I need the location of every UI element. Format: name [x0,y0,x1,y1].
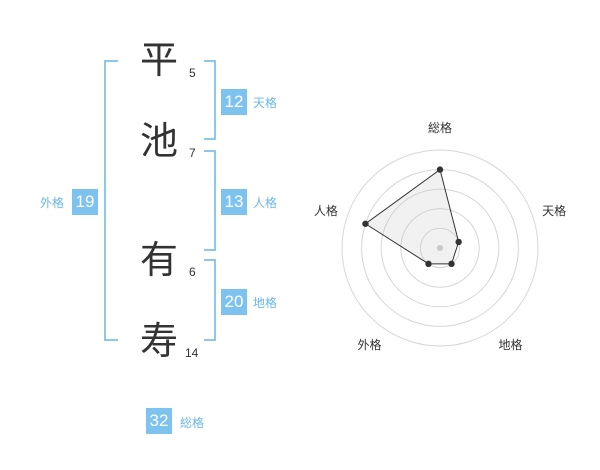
jinkaku-bracket [204,150,216,251]
soukaku-label: 総格 [180,416,205,430]
gaikaku-value: 19 [72,189,98,215]
chikaku-value: 20 [221,289,247,315]
radar-ring-1 [419,227,461,269]
radar-ring-5 [341,149,539,347]
stroke-count-3: 6 [189,265,196,279]
radar-axis-label-4: 人格 [313,203,338,218]
gaikaku-bracket [104,60,118,341]
tenkaku-value: 12 [221,89,247,115]
radar-point-3 [425,260,432,268]
radar-point-4 [362,220,369,227]
tenkaku-label: 天格 [253,96,278,110]
radar-ring-3 [380,188,500,308]
radar-points [362,166,462,268]
radar-ring-2 [400,208,480,288]
tenkaku-bracket [204,60,216,140]
jinkaku-value: 13 [221,189,247,215]
stroke-count-4: 14 [185,346,199,360]
radar-grid [341,149,539,347]
name-char-3: 有 [139,238,178,282]
radar-axis-label-1: 天格 [542,203,567,218]
jinkaku-label: 人格 [253,196,278,210]
chikaku-bracket [204,259,216,341]
radar-point-0 [436,166,444,173]
radar-area [364,168,460,265]
name-char-2: 池 [139,119,178,163]
radar-point-1 [455,238,462,246]
radar-axis-label-0: 総格 [427,121,453,135]
radar-center [437,245,443,251]
gaikaku-label: 外格 [40,196,65,210]
stroke-count-1: 5 [189,66,196,80]
name-char-4: 寿 [139,319,178,363]
soukaku-value: 32 [146,408,172,434]
radar-axis-label-3: 外格 [357,338,382,353]
chikaku-label: 地格 [253,296,278,310]
radar-axis-label-2: 地格 [498,338,523,353]
stroke-count-2: 7 [189,146,196,160]
radar-point-2 [448,260,455,268]
name-char-1: 平 [139,38,178,82]
